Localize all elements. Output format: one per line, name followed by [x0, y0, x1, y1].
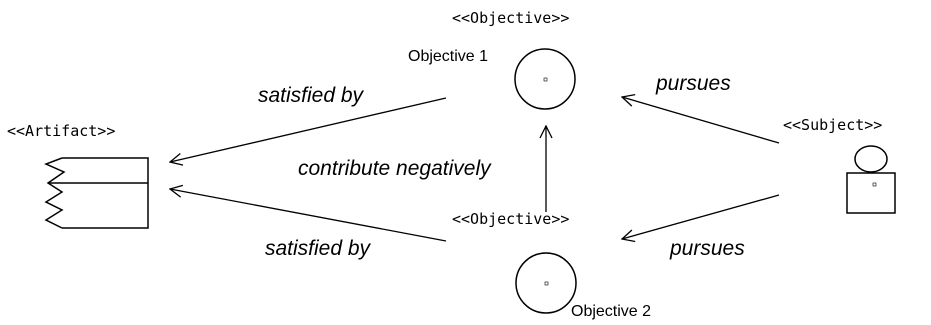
- satisfied-by-label-2: satisfied by: [265, 237, 371, 260]
- subject-node[interactable]: [846, 145, 896, 214]
- satisfied-by-label-1: satisfied by: [258, 84, 364, 107]
- pursues-label-2: pursues: [670, 237, 745, 260]
- subject-stereotype: <<Subject>>: [783, 116, 883, 134]
- objective-2-name: Objective 2: [571, 303, 652, 320]
- objective-1-node[interactable]: [514, 48, 576, 110]
- pursues-label-1: pursues: [656, 72, 731, 95]
- objective-2-stereotype: <<Objective>>: [452, 210, 570, 228]
- artifact-stereotype: <<Artifact>>: [7, 122, 116, 140]
- pursues-arrow-1: [622, 97, 780, 144]
- pursues-arrow-2: [622, 194, 780, 239]
- satisfied-by-arrow-2: [170, 189, 447, 242]
- objective-1-name: Objective 1: [408, 48, 489, 65]
- objective-2-node[interactable]: [515, 252, 577, 314]
- satisfied-by-arrow-1: [170, 97, 447, 162]
- artifact-node[interactable]: [44, 157, 149, 229]
- contribute-negatively-label: contribute negatively: [298, 157, 491, 180]
- objective-1-stereotype: <<Objective>>: [452, 9, 570, 27]
